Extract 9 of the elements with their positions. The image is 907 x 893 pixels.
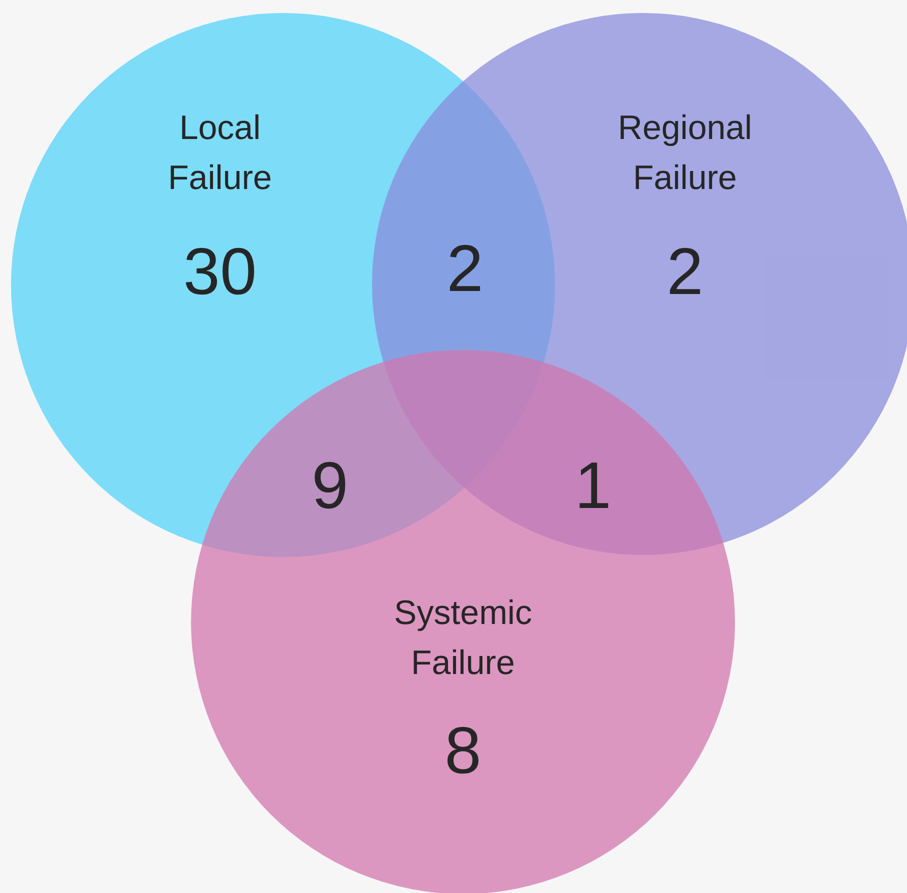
overlap-count: 2 <box>446 230 484 306</box>
overlap-count: 9 <box>310 447 350 523</box>
set-count: 2 <box>666 233 704 309</box>
set-name: Systemic Failure <box>393 593 533 684</box>
set-count: 30 <box>182 233 258 309</box>
set-name: Regional Failure <box>616 108 754 199</box>
overlap-count: 1 <box>574 447 612 523</box>
set-count: 8 <box>444 712 482 788</box>
set-name: Local Failure <box>167 108 273 199</box>
